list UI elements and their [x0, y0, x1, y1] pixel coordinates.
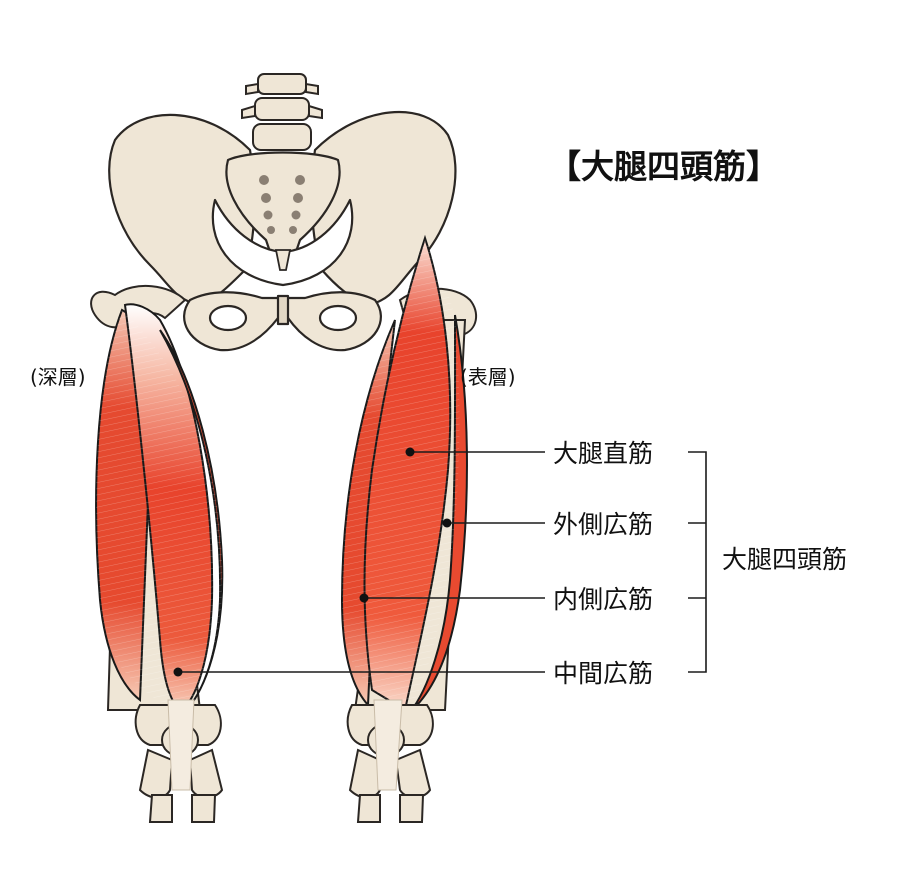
leader-lines	[178, 451, 707, 673]
label-vastus-intermedius: 中間広筋	[553, 659, 653, 688]
group-bracket	[688, 451, 707, 673]
pubic-symphysis	[276, 294, 290, 326]
left-ilium	[108, 113, 256, 307]
vertebra-s1	[252, 123, 312, 151]
left-obturator-foramen	[208, 304, 248, 332]
diagram-title: 【大腿四頭筋】	[548, 147, 779, 186]
left-patellar-tendon	[167, 699, 195, 791]
deep-muscle-group	[95, 303, 224, 714]
lumbar-vertebrae	[241, 73, 323, 151]
label-vastus-medialis: 内側広筋	[553, 585, 653, 614]
deep-layer-label: (深層)	[30, 365, 86, 389]
leader-dots	[173, 447, 452, 677]
sacral-foramina	[259, 175, 305, 234]
vertebra-l5	[254, 97, 310, 121]
coccyx	[274, 249, 292, 271]
label-vastus-lateralis: 外側広筋	[553, 510, 653, 539]
pelvic-inlet	[211, 198, 354, 287]
superficial-layer-label: (表層)	[460, 365, 516, 389]
superficial-muscle-group	[340, 234, 468, 713]
label-rectus-femoris: 大腿直筋	[553, 439, 653, 468]
label-quadriceps-group: 大腿四頭筋	[722, 545, 847, 574]
vertebra-l4	[257, 73, 307, 95]
right-obturator-foramen	[318, 304, 358, 332]
right-patellar-tendon	[373, 699, 403, 791]
